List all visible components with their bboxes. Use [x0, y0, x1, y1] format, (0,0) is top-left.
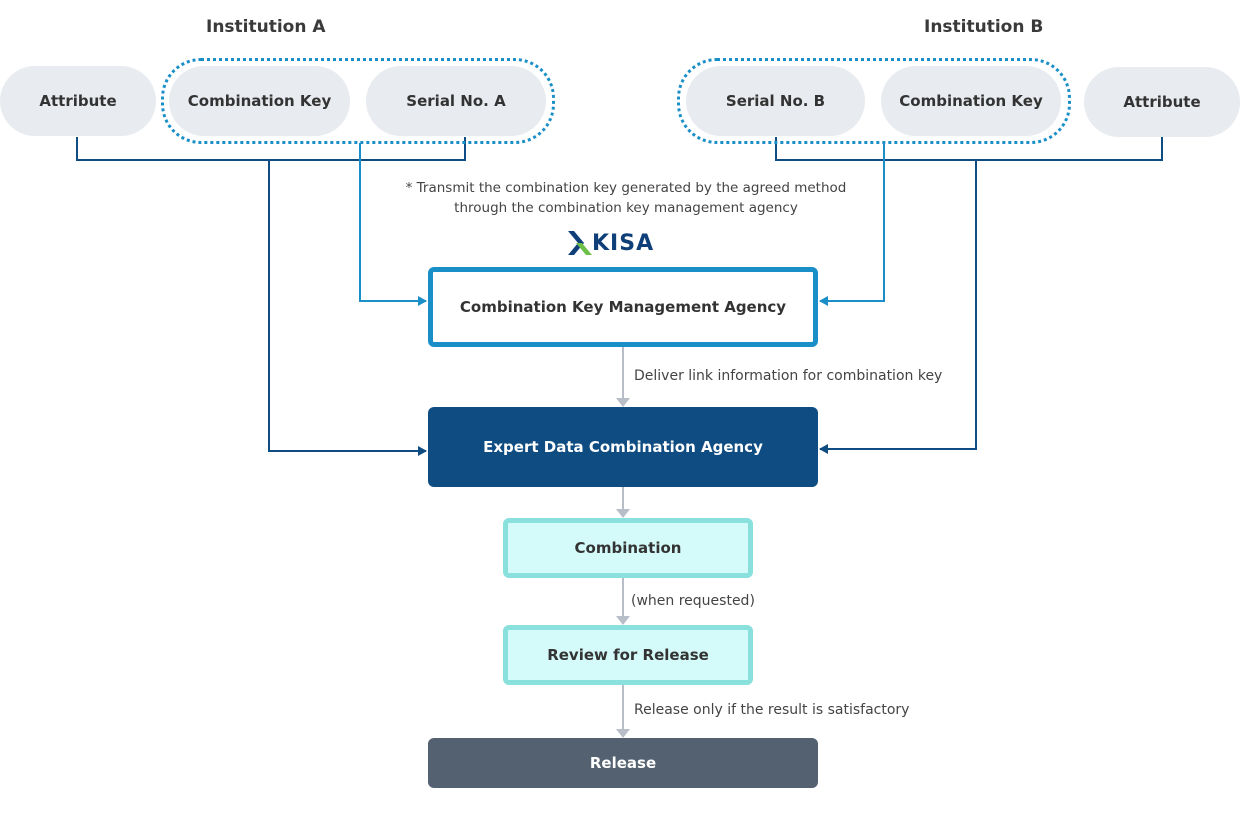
- institution-b-attribute-label: Attribute: [1123, 93, 1201, 111]
- transmit-note-line1: * Transmit the combination key generated…: [405, 180, 847, 196]
- inst-a-bracket-line: [76, 137, 466, 161]
- institution-b-key-group: [677, 58, 1071, 144]
- release-condition-label: Release only if the result is satisfacto…: [634, 702, 910, 718]
- inst-b-bracket-line: [775, 137, 1163, 161]
- expert-agency-label: Expert Data Combination Agency: [483, 438, 763, 456]
- institution-b-serial-no: Serial No. B: [686, 66, 865, 136]
- kisa-logo-text: KISA: [592, 230, 655, 256]
- combination-box: Combination: [503, 518, 753, 578]
- kisa-logo-mark-icon: [568, 231, 592, 255]
- combination-label: Combination: [574, 539, 682, 557]
- institution-a-combination-key-label: Combination Key: [187, 92, 332, 110]
- institution-a-title: Institution A: [206, 17, 326, 37]
- key-management-agency-label: Combination Key Management Agency: [459, 298, 787, 316]
- key-management-agency-box: Combination Key Management Agency: [428, 267, 818, 347]
- review-box: Review for Release: [503, 625, 753, 685]
- institution-b-title: Institution B: [924, 17, 1044, 37]
- institution-b-attribute: Attribute: [1084, 67, 1240, 137]
- kisa-logo: KISA: [566, 229, 654, 257]
- institution-a-serial-no-label: Serial No. A: [406, 92, 506, 110]
- deliver-link-label: Deliver link information for combination…: [634, 368, 943, 384]
- institution-a-key-group: [161, 58, 555, 144]
- inst-b-key-to-kma-line: [819, 143, 885, 306]
- when-requested-label: (when requested): [631, 593, 755, 609]
- institution-a-attribute: Attribute: [0, 66, 156, 136]
- institution-a-attribute-label: Attribute: [39, 92, 117, 110]
- inst-a-to-expert-line: [268, 160, 427, 456]
- institution-a-serial-no: Serial No. A: [366, 66, 546, 136]
- review-label: Review for Release: [547, 646, 709, 664]
- institution-b-combination-key: Combination Key: [881, 66, 1061, 136]
- institution-b-combination-key-label: Combination Key: [899, 92, 1043, 110]
- release-box: Release: [428, 738, 818, 788]
- transmit-note-line2: through the combination key management a…: [454, 200, 798, 216]
- release-label: Release: [589, 754, 657, 772]
- transmit-note: * Transmit the combination key generated…: [380, 178, 872, 218]
- expert-agency-box: Expert Data Combination Agency: [428, 407, 818, 487]
- inst-a-key-to-kma-line: [359, 143, 427, 306]
- inst-b-to-expert-line: [819, 160, 977, 454]
- institution-a-combination-key: Combination Key: [169, 66, 350, 136]
- institution-b-serial-no-label: Serial No. B: [725, 92, 826, 110]
